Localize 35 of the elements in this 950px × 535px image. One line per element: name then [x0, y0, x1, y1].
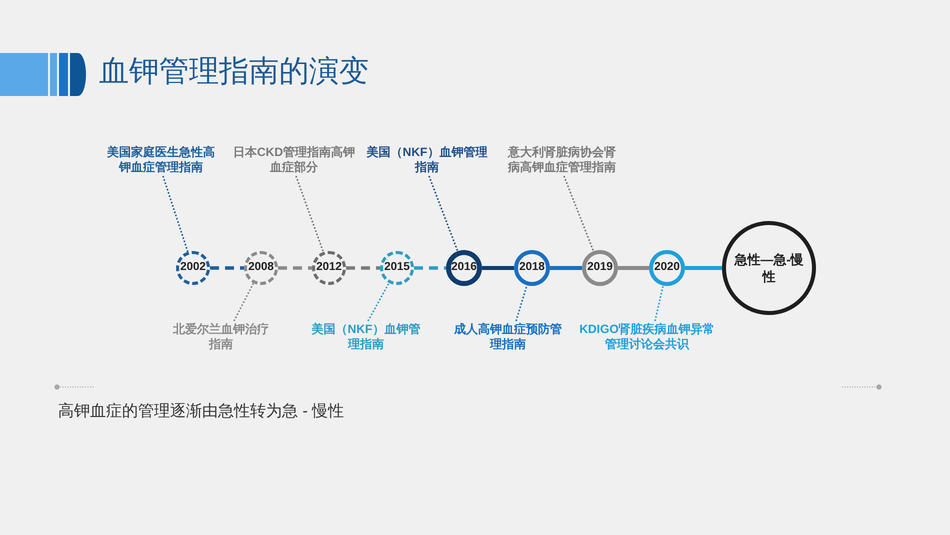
- timeline-line: [618, 266, 649, 270]
- year-circle: 2020: [649, 250, 685, 286]
- timeline-line: [550, 266, 582, 270]
- leader-line: [563, 176, 594, 252]
- leader-line: [654, 285, 664, 322]
- stage-circle: 急性—急-慢性: [722, 221, 816, 315]
- timeline-line: [685, 266, 722, 270]
- year-circle: 2018: [514, 250, 550, 286]
- year-circle: 2016: [446, 250, 482, 286]
- guideline-label: 成人高钾血症预防管理指南: [451, 322, 565, 352]
- timeline-line: [482, 266, 514, 270]
- guideline-label: 北爱尔兰血钾治疗指南: [171, 322, 271, 352]
- guideline-label: 日本CKD管理指南高钾血症部分: [232, 145, 356, 175]
- timeline-line: [278, 266, 312, 270]
- timeline-line: [414, 266, 446, 270]
- guideline-label: 美国（NKF）血钾管理指南: [310, 322, 422, 352]
- caption: 高钾血症的管理逐渐由急性转为急 - 慢性: [58, 402, 344, 422]
- leader-line: [428, 176, 458, 252]
- year-circle: 2008: [244, 251, 278, 285]
- year-circle: 2002: [176, 251, 210, 285]
- leader-line: [515, 285, 528, 322]
- timeline-line: [346, 266, 380, 270]
- leader-line: [295, 176, 324, 252]
- title: 血钾管理指南的演变: [99, 54, 369, 90]
- guideline-label: 意大利肾脏病协会肾病高钾血症管理指南: [505, 145, 619, 175]
- guideline-label: 美国（NKF）血钾管理指南: [361, 145, 493, 175]
- leader-line: [162, 176, 189, 252]
- guideline-label: 美国家庭医生急性高钾血症管理指南: [104, 145, 218, 175]
- leader-line: [233, 282, 254, 322]
- year-circle: 2019: [582, 250, 618, 286]
- year-circle: 2015: [380, 251, 414, 285]
- timeline-line: [210, 266, 244, 270]
- leader-line: [367, 282, 390, 322]
- guideline-label: KDIGO肾脏疾病血钾异常管理讨论会共识: [577, 322, 717, 352]
- year-circle: 2012: [312, 251, 346, 285]
